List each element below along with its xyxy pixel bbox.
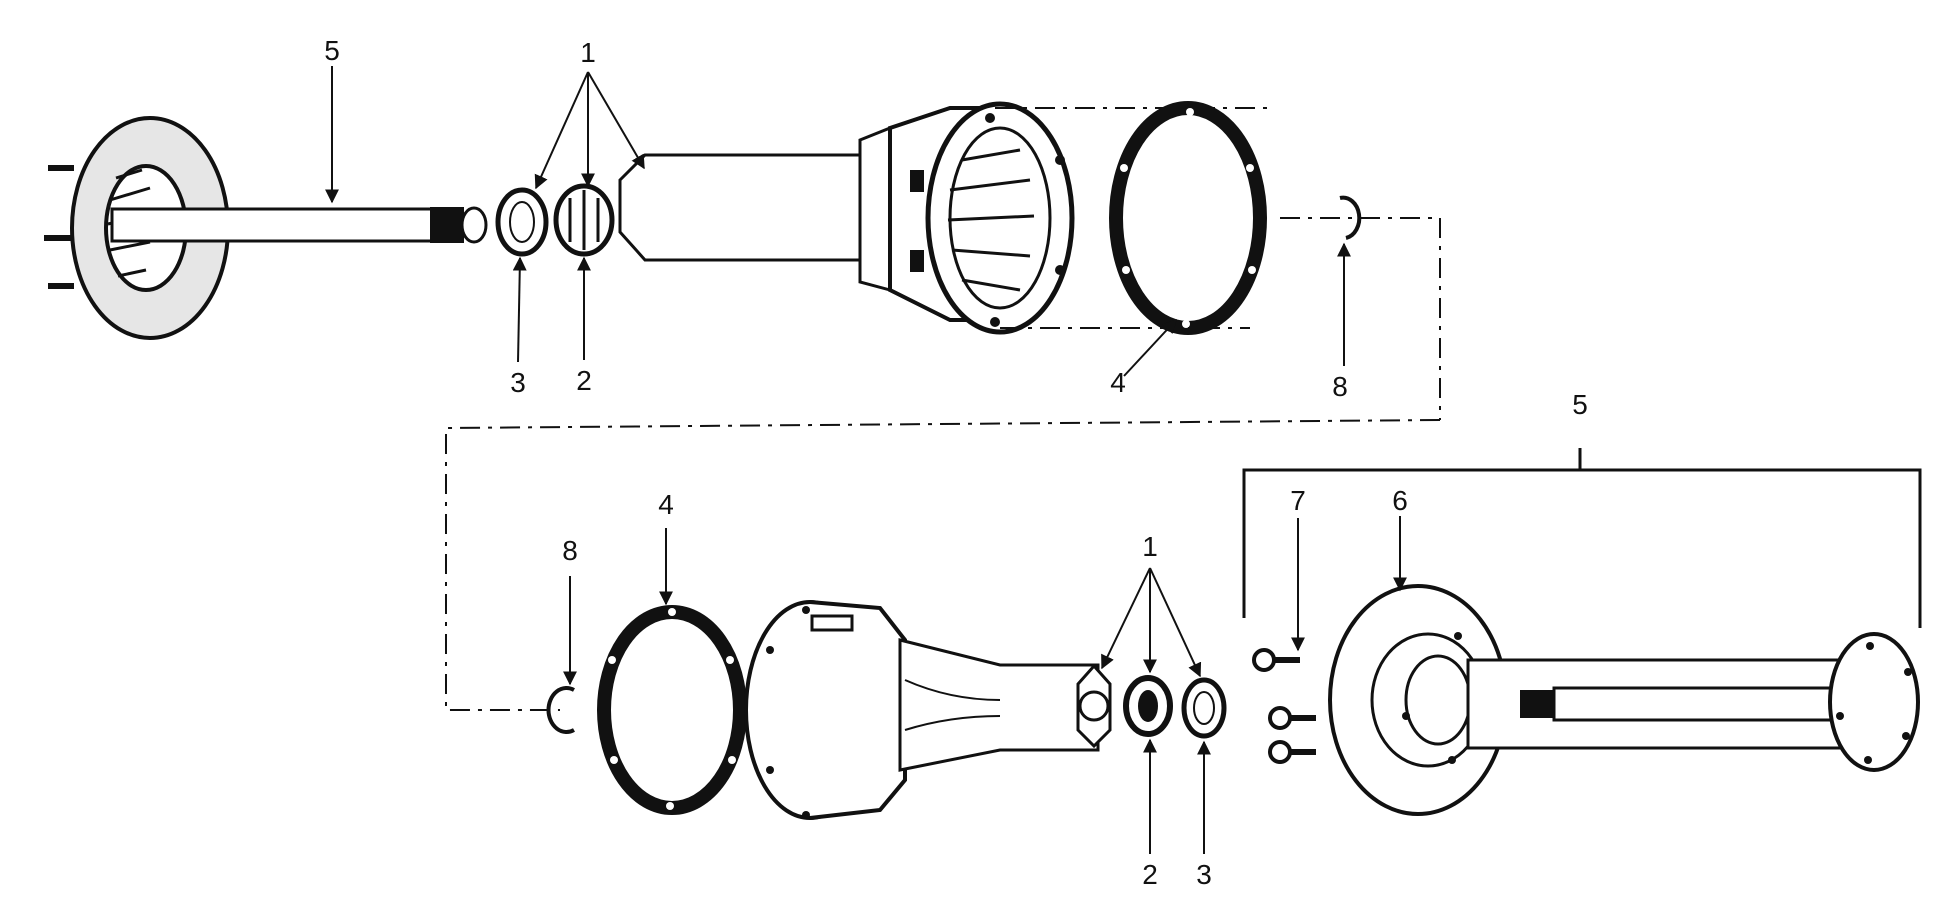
bottom-callout-3: 3 — [1196, 859, 1212, 890]
bottom-bolts — [1252, 648, 1316, 764]
shaft-assembly-bracket — [1242, 448, 1922, 628]
top-bearing-cone — [553, 183, 615, 257]
leader-lines — [325, 66, 1407, 854]
bottom-callout-5: 5 — [1572, 389, 1588, 420]
callout-labels: 5 1 3 2 4 8 8 4 1 2 3 5 7 6 — [324, 35, 1588, 890]
bottom-axle-shaft — [1466, 632, 1920, 772]
bottom-bearing-cup — [1181, 677, 1227, 739]
bottom-connector-line — [445, 419, 1441, 711]
bottom-bearing-cone — [1123, 675, 1173, 737]
bottom-callout-4: 4 — [658, 489, 674, 520]
bottom-differential-housing — [744, 600, 907, 820]
bottom-axle-housing-tube — [898, 638, 1112, 772]
top-callout-2: 2 — [576, 365, 592, 396]
top-assembly — [44, 101, 1441, 420]
top-reference-line — [995, 107, 1441, 420]
bottom-callout-8: 8 — [562, 535, 578, 566]
bottom-retaining-ring — [546, 686, 575, 734]
bottom-callout-2: 2 — [1142, 859, 1158, 890]
top-callout-1: 1 — [580, 37, 596, 68]
top-callout-3: 3 — [510, 367, 526, 398]
bottom-assembly — [445, 419, 1922, 820]
top-axle-housing-tube — [618, 125, 892, 292]
top-retaining-ring — [1339, 195, 1362, 240]
top-gasket — [1109, 101, 1267, 335]
top-bearing-cup — [495, 187, 549, 257]
top-callout-4: 4 — [1110, 367, 1126, 398]
bottom-callout-6: 6 — [1392, 485, 1408, 516]
top-callout-5: 5 — [324, 35, 340, 66]
top-axle-shaft — [110, 206, 488, 244]
bottom-gasket — [597, 605, 747, 815]
bottom-callout-1: 1 — [1142, 531, 1158, 562]
top-differential-housing — [888, 101, 1075, 335]
top-callout-8: 8 — [1332, 371, 1348, 402]
bottom-hub — [1328, 584, 1508, 816]
bottom-callout-7: 7 — [1290, 485, 1306, 516]
